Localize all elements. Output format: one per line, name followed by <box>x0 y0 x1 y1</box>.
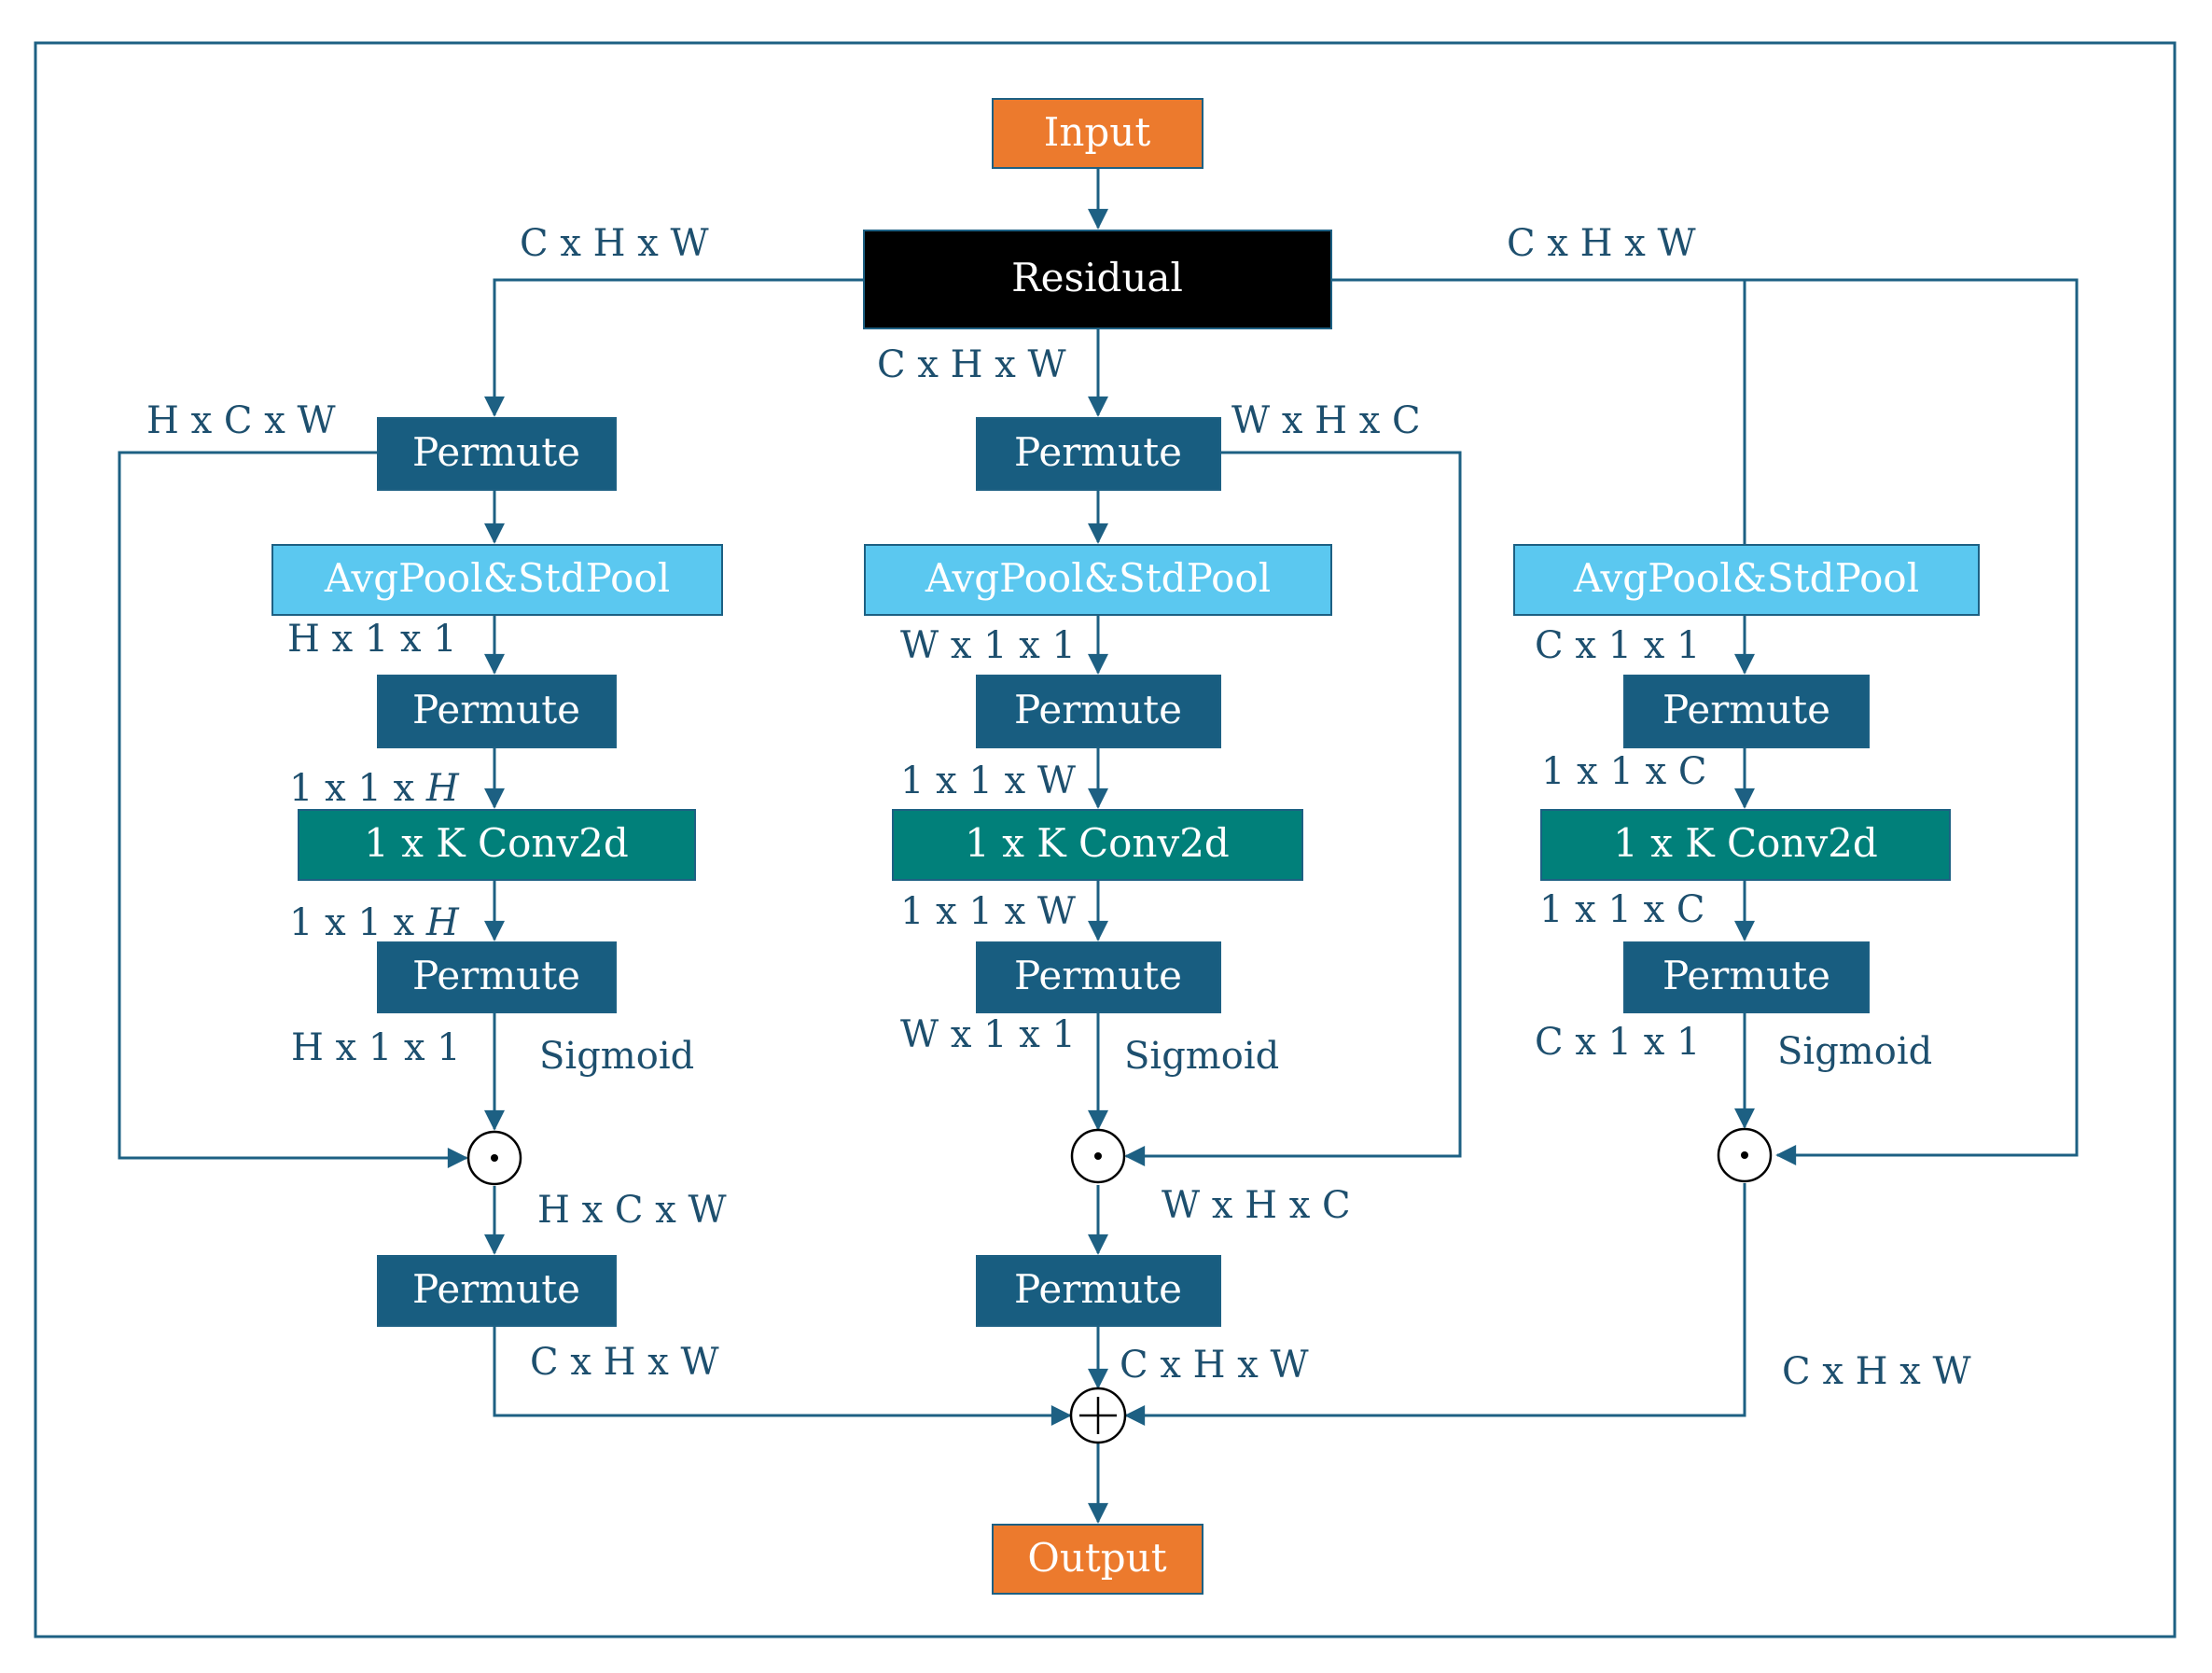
label-top-right-chw: C x H x W <box>1507 222 1696 265</box>
left-permute-3: Permute <box>377 941 617 1013</box>
outer-frame <box>34 41 2177 1638</box>
left-permute-2-label: Permute <box>412 687 580 732</box>
label-center-chw-out: C x H x W <box>1120 1344 1309 1387</box>
edge-left-out <box>493 1326 1072 1426</box>
center-permute-3: Permute <box>976 941 1221 1013</box>
label-right-c11-b: C x 1 x 1 <box>1535 1021 1700 1064</box>
center-pool-label: AvgPool&StdPool <box>925 555 1271 601</box>
center-multiply-dot <box>1094 1152 1102 1160</box>
label-center-w11-a: W x 1 x 1 <box>900 624 1076 667</box>
output-label: Output <box>1027 1535 1166 1581</box>
label-center-11w-a: 1 x 1 x W <box>900 760 1076 802</box>
left-permute-4: Permute <box>377 1255 617 1327</box>
left-pool: AvgPool&StdPool <box>271 544 723 616</box>
left-multiply-op <box>466 1130 522 1186</box>
right-conv-label: 1 x K Conv2d <box>1613 820 1878 866</box>
left-permute-1-label: Permute <box>412 429 580 475</box>
label-center-11w-b: 1 x 1 x W <box>900 890 1076 933</box>
label-center-whc-b: W x H x C <box>1162 1184 1351 1227</box>
label-left-hcw: H x C x W <box>146 399 336 442</box>
label-sigmoid-left: Sigmoid <box>539 1035 694 1078</box>
left-permute-4-label: Permute <box>412 1266 580 1312</box>
label-left-11h-a: 1 x 1 x H <box>289 767 460 810</box>
left-permute-3-label: Permute <box>412 953 580 998</box>
label-center-chw: C x H x W <box>877 343 1066 386</box>
residual-label: Residual <box>1011 255 1183 300</box>
residual-node: Residual <box>863 230 1332 329</box>
center-conv: 1 x K Conv2d <box>892 809 1303 881</box>
label-center-w11-b: W x 1 x 1 <box>900 1013 1076 1056</box>
output-node: Output <box>992 1524 1203 1595</box>
right-permute-2: Permute <box>1623 675 1870 748</box>
center-permute-4: Permute <box>976 1255 1221 1327</box>
center-pool: AvgPool&StdPool <box>864 544 1332 616</box>
center-permute-1: Permute <box>976 417 1221 491</box>
edge-residual-left <box>484 278 864 417</box>
edge-residual-right <box>1331 278 2079 1165</box>
label-left-h11-a: H x 1 x 1 <box>287 618 457 661</box>
label-sigmoid-center: Sigmoid <box>1124 1035 1279 1078</box>
input-label: Input <box>1044 109 1151 155</box>
center-multiply-op <box>1070 1128 1126 1184</box>
input-node: Input <box>992 98 1203 169</box>
label-left-11h-b: 1 x 1 x H <box>289 901 460 944</box>
center-conv-label: 1 x K Conv2d <box>965 820 1230 866</box>
label-left-h11-b: H x 1 x 1 <box>291 1026 461 1069</box>
label-right-11c-b: 1 x 1 x C <box>1539 888 1704 931</box>
label-left-chw-out: C x H x W <box>530 1341 719 1384</box>
left-permute-1: Permute <box>377 417 617 491</box>
right-pool-label: AvgPool&StdPool <box>1573 555 1919 601</box>
right-permute-3-label: Permute <box>1662 953 1830 998</box>
right-multiply-dot <box>1741 1151 1748 1159</box>
center-permute-3-label: Permute <box>1014 953 1182 998</box>
center-permute-2: Permute <box>976 675 1221 748</box>
edge-left-skip <box>118 451 468 1168</box>
right-permute-2-label: Permute <box>1662 687 1830 732</box>
left-pool-label: AvgPool&StdPool <box>324 555 670 601</box>
label-center-whc: W x H x C <box>1231 399 1421 442</box>
left-multiply-dot <box>491 1154 498 1162</box>
label-sigmoid-right: Sigmoid <box>1777 1030 1932 1073</box>
left-permute-2: Permute <box>377 675 617 748</box>
right-permute-3: Permute <box>1623 941 1870 1013</box>
connectors <box>118 168 2079 1524</box>
label-right-11c-a: 1 x 1 x C <box>1541 750 1706 793</box>
center-permute-2-label: Permute <box>1014 687 1182 732</box>
right-pool: AvgPool&StdPool <box>1513 544 1980 616</box>
label-right-c11-a: C x 1 x 1 <box>1535 624 1700 667</box>
center-permute-1-label: Permute <box>1014 429 1182 475</box>
edge-center-skip <box>1124 451 1462 1166</box>
left-conv-label: 1 x K Conv2d <box>364 820 629 866</box>
right-multiply-op <box>1717 1127 1773 1183</box>
label-top-left-chw: C x H x W <box>520 222 709 265</box>
center-permute-4-label: Permute <box>1014 1266 1182 1312</box>
add-op <box>1069 1387 1127 1444</box>
left-conv: 1 x K Conv2d <box>298 809 696 881</box>
label-left-hcw-b: H x C x W <box>537 1189 727 1232</box>
label-right-chw-out: C x H x W <box>1782 1350 1971 1393</box>
edge-right-out <box>1124 1183 1746 1426</box>
right-conv: 1 x K Conv2d <box>1540 809 1951 881</box>
